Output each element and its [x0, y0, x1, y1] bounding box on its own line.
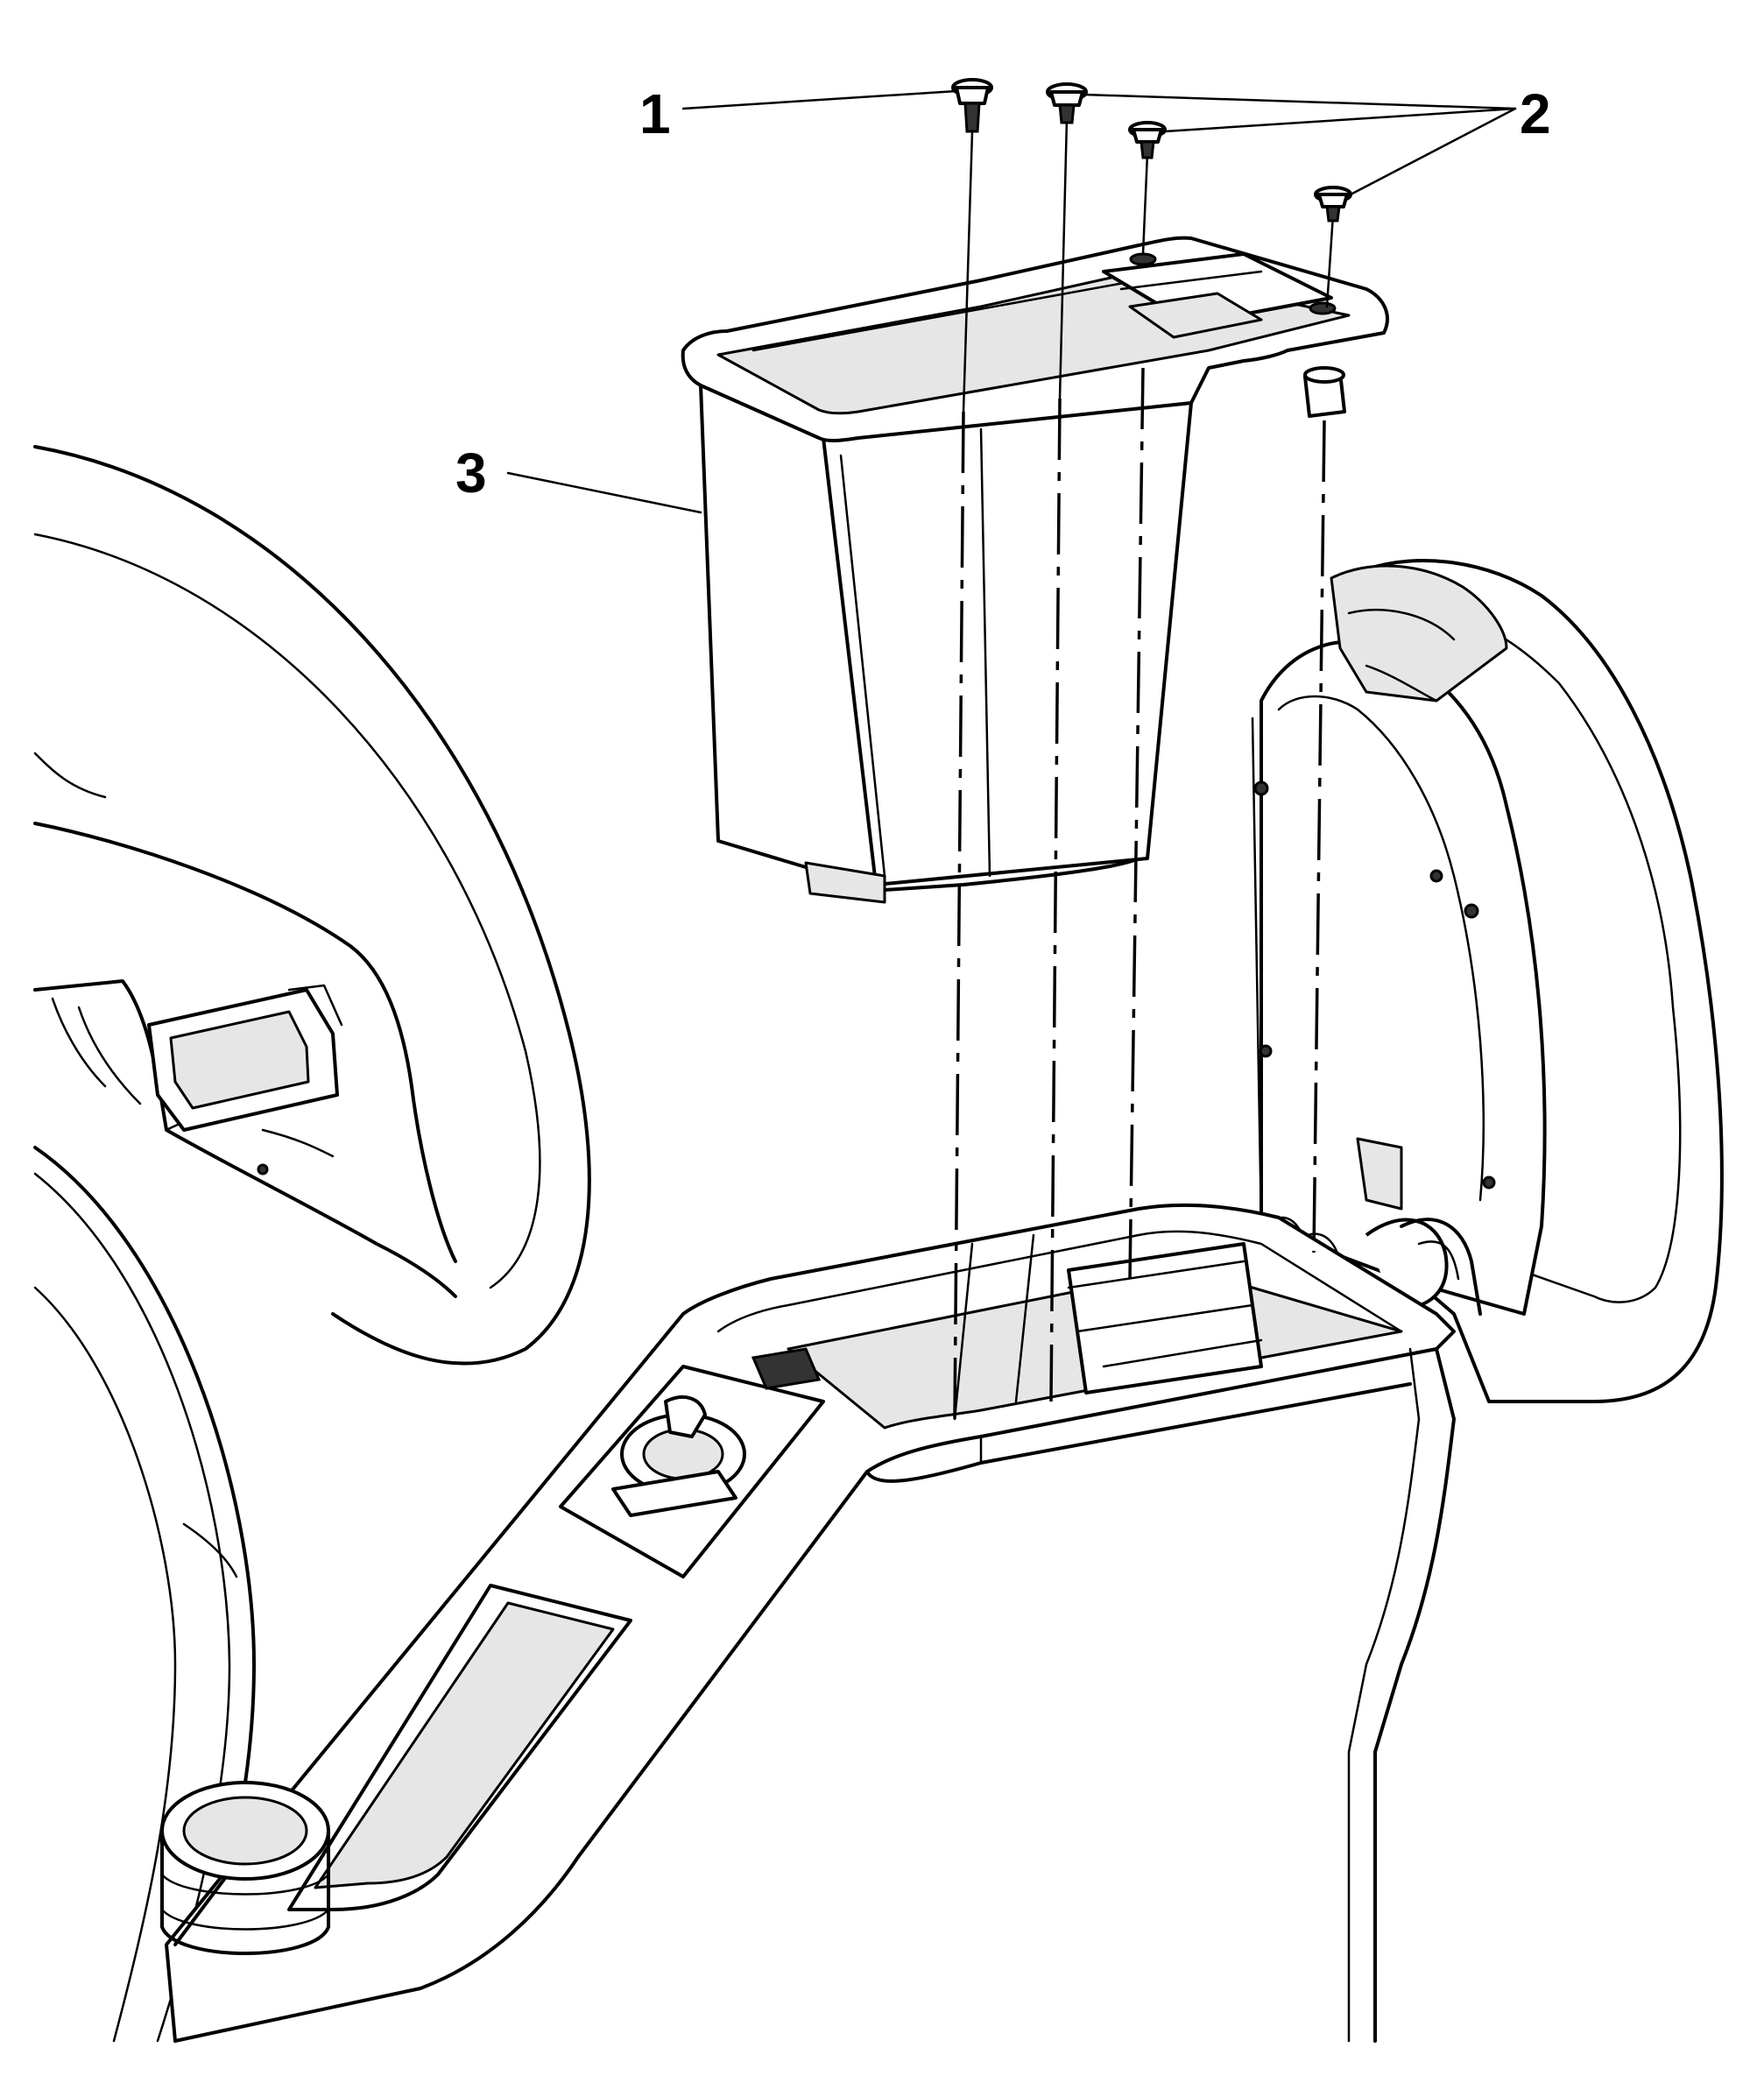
storage-bin: [681, 236, 1389, 904]
callout-label-2: 2: [1520, 82, 1551, 145]
screw-2b: [1128, 121, 1167, 159]
screw-1: [951, 78, 993, 133]
callout-leaders: [506, 89, 1517, 514]
screw-2a: [1046, 82, 1088, 124]
armrest-lid: [1251, 559, 1724, 1403]
callout-label-1: 1: [639, 82, 671, 145]
center-console: [160, 1203, 1482, 2043]
left-seat-panel: [33, 445, 591, 2043]
alignment-lines: [953, 117, 1335, 1420]
callout-label-3: 3: [455, 441, 487, 505]
screw-2c: [1314, 186, 1352, 222]
